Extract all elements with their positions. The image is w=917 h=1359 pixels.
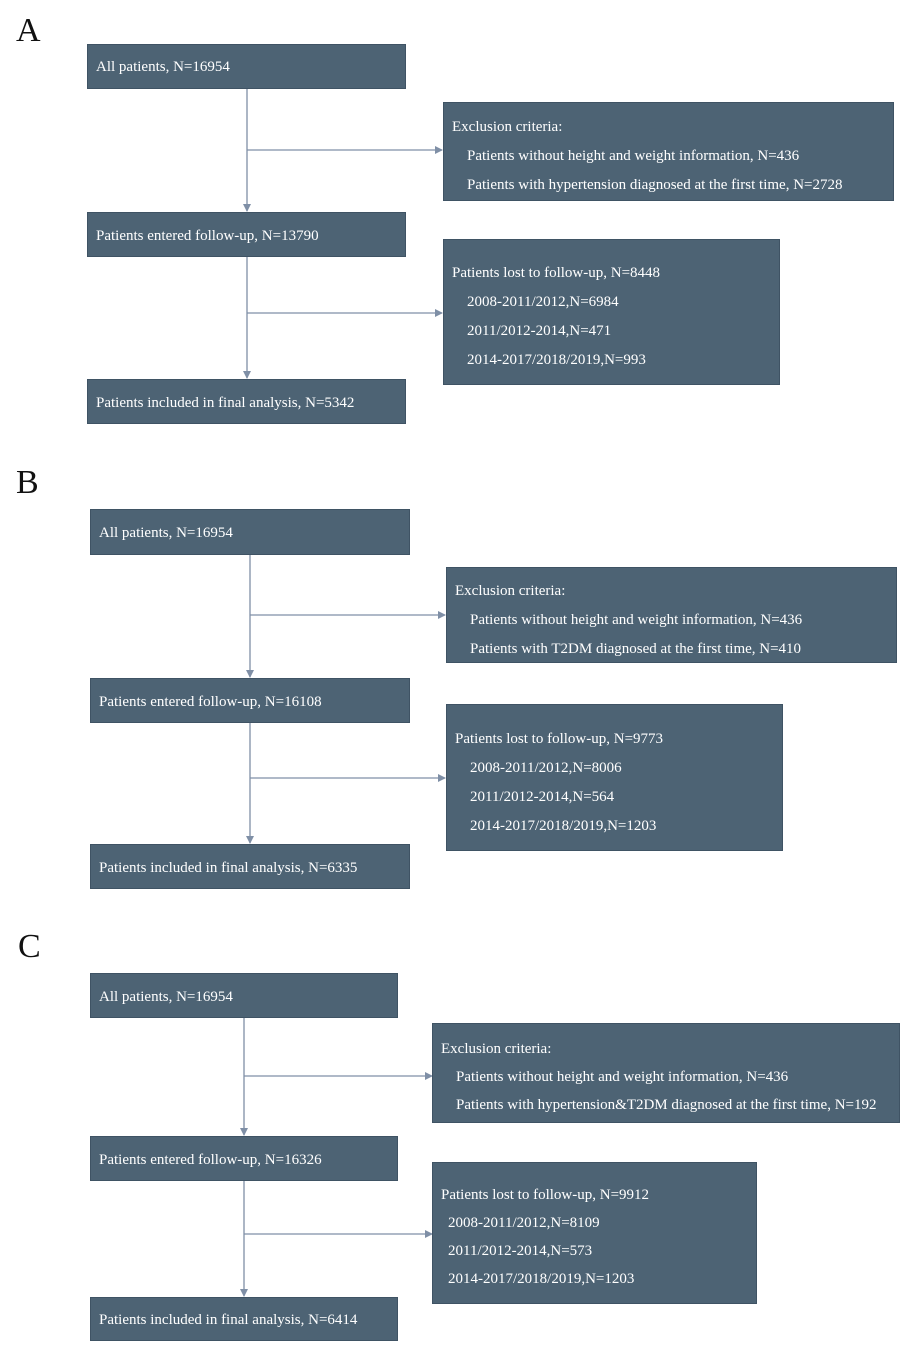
lost-followup-item: 2014-2017/2018/2019,N=1203 [448,1271,635,1287]
lost-followup-item: 2008-2011/2012,N=8006 [470,760,622,776]
final-analysis-text: Patients included in final analysis, N=5… [96,395,355,411]
entered-followup-text: Patients entered follow-up, N=16326 [99,1152,322,1168]
lost-followup-box-a: Patients lost to follow-up, N=8448 2008-… [443,239,780,385]
exclusion-box-b: Exclusion criteria: Patients without hei… [446,567,897,663]
all-patients-text: All patients, N=16954 [96,59,230,75]
exclusion-title: Exclusion criteria: [441,1041,552,1057]
lost-followup-title: Patients lost to follow-up, N=9773 [455,731,664,747]
final-analysis-text: Patients included in final analysis, N=6… [99,1312,358,1328]
exclusion-box-a: Exclusion criteria: Patients without hei… [443,102,894,201]
panel-label-c: C [18,928,41,965]
entered-followup-text: Patients entered follow-up, N=13790 [96,228,319,244]
exclusion-title: Exclusion criteria: [452,119,563,135]
lost-followup-item: 2011/2012-2014,N=471 [467,323,612,339]
lost-followup-item: 2011/2012-2014,N=564 [470,789,615,805]
lost-followup-item: 2014-2017/2018/2019,N=993 [467,352,646,368]
entered-followup-box-c: Patients entered follow-up, N=16326 [90,1136,398,1181]
lost-followup-item: 2014-2017/2018/2019,N=1203 [470,818,657,834]
entered-followup-box-b: Patients entered follow-up, N=16108 [90,678,410,723]
exclusion-title: Exclusion criteria: [455,583,566,599]
exclusion-box-c: Exclusion criteria: Patients without hei… [432,1023,900,1123]
exclusion-item: Patients without height and weight infor… [470,612,803,628]
all-patients-text: All patients, N=16954 [99,989,233,1005]
exclusion-item: Patients with T2DM diagnosed at the firs… [470,641,802,657]
exclusion-item: Patients without height and weight infor… [467,148,800,164]
entered-followup-text: Patients entered follow-up, N=16108 [99,694,322,710]
all-patients-text: All patients, N=16954 [99,525,233,541]
final-analysis-box-b: Patients included in final analysis, N=6… [90,844,410,889]
exclusion-item: Patients with hypertension&T2DM diagnose… [456,1097,877,1113]
lost-followup-box-b: Patients lost to follow-up, N=9773 2008-… [446,704,783,851]
lost-followup-item: 2011/2012-2014,N=573 [448,1243,593,1259]
all-patients-box-a: All patients, N=16954 [87,44,406,89]
lost-followup-title: Patients lost to follow-up, N=8448 [452,265,661,281]
all-patients-box-c: All patients, N=16954 [90,973,398,1018]
final-analysis-text: Patients included in final analysis, N=6… [99,860,358,876]
lost-followup-box-c: Patients lost to follow-up, N=9912 2008-… [432,1162,757,1304]
final-analysis-box-a: Patients included in final analysis, N=5… [87,379,406,424]
exclusion-item: Patients without height and weight infor… [456,1069,789,1085]
all-patients-box-b: All patients, N=16954 [90,509,410,555]
final-analysis-box-c: Patients included in final analysis, N=6… [90,1297,398,1341]
lost-followup-item: 2008-2011/2012,N=6984 [467,294,619,310]
panel-label-a: A [16,12,41,49]
exclusion-item: Patients with hypertension diagnosed at … [467,177,843,193]
lost-followup-title: Patients lost to follow-up, N=9912 [441,1187,650,1203]
entered-followup-box-a: Patients entered follow-up, N=13790 [87,212,406,257]
panel-label-b: B [16,464,39,501]
lost-followup-item: 2008-2011/2012,N=8109 [448,1215,600,1231]
